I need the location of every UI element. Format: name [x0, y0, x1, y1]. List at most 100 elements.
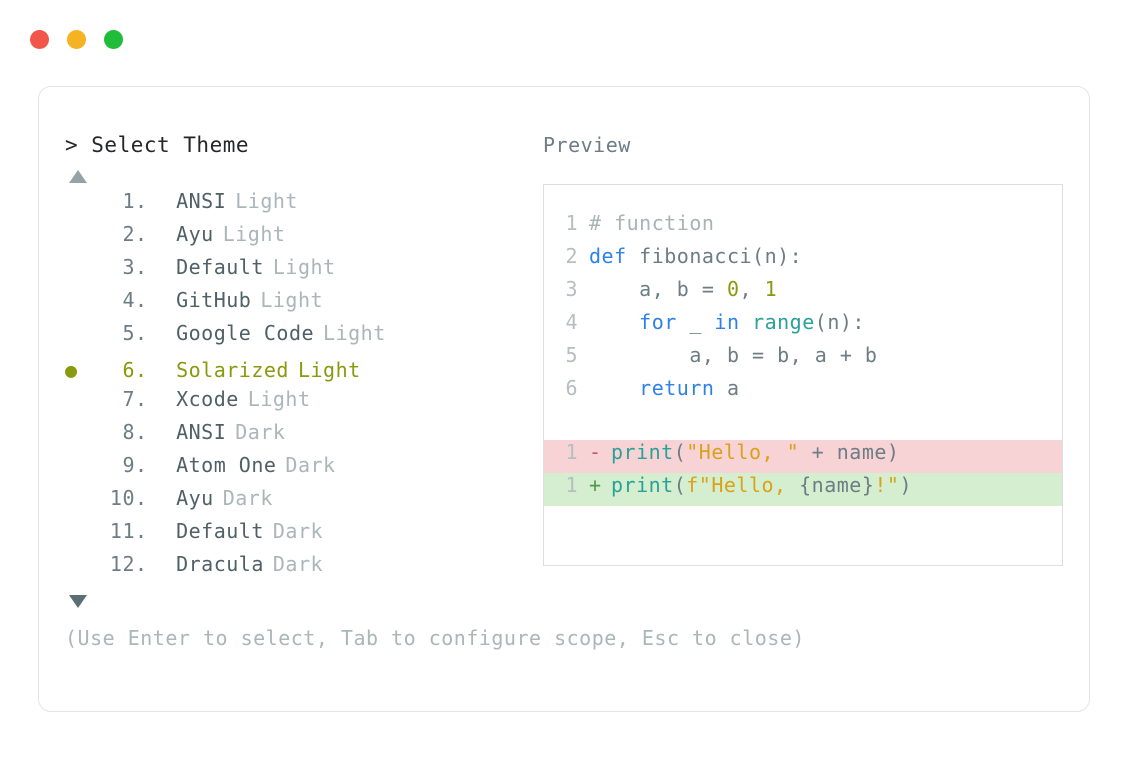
line-number: 1: [565, 440, 578, 464]
code-line: 6 return a: [544, 376, 1062, 409]
theme-list-item[interactable]: 1. ANSI Light: [65, 189, 535, 222]
theme-name: GitHub: [151, 288, 252, 312]
theme-index: 9: [122, 453, 135, 477]
code-token: [589, 310, 639, 334]
code-token: return: [639, 376, 715, 400]
code-line: 1 # function: [544, 211, 1062, 244]
code-token: [589, 376, 639, 400]
theme-index: 3: [122, 255, 135, 279]
code-token: a, b =: [589, 277, 727, 301]
code-token: print: [611, 473, 674, 497]
theme-index-separator: .: [135, 358, 148, 382]
code-token: ): [899, 473, 913, 497]
theme-variant: Light: [323, 321, 386, 345]
line-number: 4: [565, 310, 578, 334]
theme-name: Default: [151, 519, 264, 543]
theme-list-item[interactable]: 8. ANSI Dark: [65, 420, 535, 453]
theme-index: 6: [122, 358, 135, 382]
code-token: # function: [589, 211, 715, 235]
diff-plus-icon: +: [589, 473, 602, 497]
theme-variant: Light: [247, 387, 311, 411]
minimize-button[interactable]: [67, 30, 86, 49]
theme-variant: Light: [260, 288, 324, 312]
page-title: > Select Theme: [65, 133, 250, 157]
theme-variant: Light: [235, 189, 298, 213]
theme-index-separator: .: [135, 255, 148, 279]
theme-index-separator: .: [135, 420, 148, 444]
code-line: 3 a, b = 0, 1: [544, 277, 1062, 310]
theme-name: ANSI: [151, 189, 227, 213]
code-token: range: [752, 310, 815, 334]
diff-removed-line: 1-print("Hello, " + name): [544, 440, 1062, 473]
line-number: 5: [565, 343, 578, 367]
theme-list-item[interactable]: 7. Xcode Light: [65, 387, 535, 420]
code-token: + name): [799, 440, 900, 464]
code-token: (: [673, 473, 687, 497]
line-number: 1: [565, 211, 578, 235]
code-token: print: [611, 440, 674, 464]
line-number: 1: [565, 473, 578, 497]
theme-name: Solarized: [151, 358, 289, 382]
theme-variant: Light: [297, 358, 361, 382]
code-token: f"Hello,: [686, 473, 800, 497]
keyboard-hint: (Use Enter to select, Tab to configure s…: [65, 626, 805, 650]
code-token: _: [676, 310, 715, 334]
theme-variant: Dark: [235, 420, 286, 444]
preview-label: Preview: [543, 133, 631, 157]
code-token: {name}: [799, 473, 875, 497]
theme-index-separator: .: [135, 387, 148, 411]
theme-index-separator: .: [135, 453, 148, 477]
close-button[interactable]: [30, 30, 49, 49]
code-token: 1: [764, 277, 778, 301]
code-token: 0: [726, 277, 740, 301]
theme-list-item[interactable]: ● 6. Solarized Light: [65, 354, 535, 387]
theme-variant: Light: [272, 255, 336, 279]
code-line: 5 a, b = b, a + b: [544, 343, 1062, 376]
theme-name: Xcode: [151, 387, 239, 411]
diff-block: 1-print("Hello, " + name)1+print(f"Hello…: [544, 440, 1062, 506]
maximize-button[interactable]: [104, 30, 123, 49]
theme-name: ANSI: [151, 420, 227, 444]
theme-index: 5: [122, 321, 135, 345]
theme-index: 11: [109, 519, 135, 543]
code-token: (: [673, 440, 687, 464]
theme-index: 12: [109, 552, 135, 576]
code-token: [740, 310, 753, 334]
theme-index-separator: .: [135, 552, 148, 576]
code-token: fibonacci(n):: [626, 244, 803, 268]
code-token: a, b = b, a + b: [589, 343, 878, 367]
theme-name: Ayu: [151, 222, 214, 246]
scroll-up-icon[interactable]: [69, 170, 87, 183]
theme-variant: Light: [222, 222, 286, 246]
scroll-down-icon[interactable]: [69, 595, 87, 608]
selected-bullet-icon: ●: [65, 358, 78, 382]
theme-index: 7: [122, 387, 135, 411]
theme-index: 8: [122, 420, 135, 444]
window-controls: [30, 30, 123, 49]
theme-index: 4: [122, 288, 135, 312]
code-token: in: [714, 310, 740, 334]
theme-index: 1: [122, 189, 135, 213]
line-number: 6: [565, 376, 578, 400]
theme-index-separator: .: [135, 222, 148, 246]
theme-name: Dracula: [151, 552, 264, 576]
theme-index-separator: .: [135, 189, 148, 213]
code-token: a: [714, 376, 740, 400]
diff-minus-icon: -: [589, 440, 602, 464]
